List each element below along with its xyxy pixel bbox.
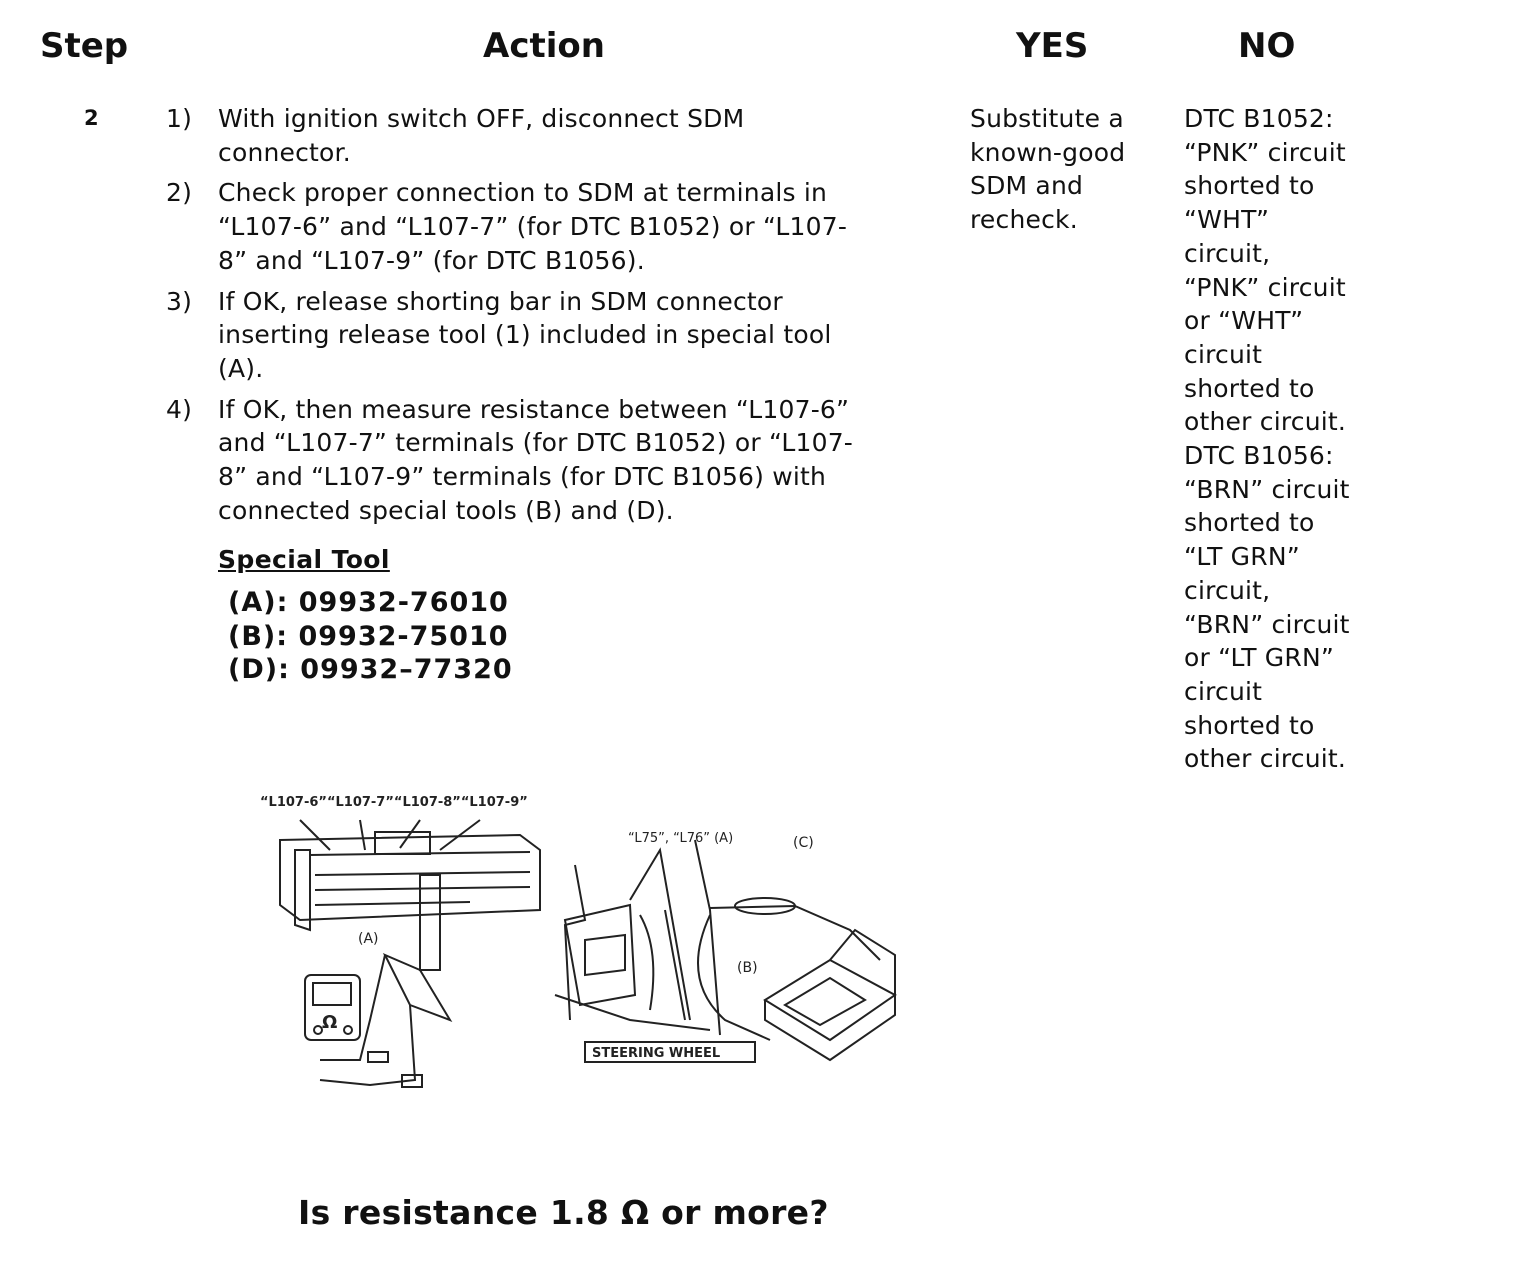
illustration-svg: “L107-6”“L107-7”“L107-8”“L107-9” (A) “L7… <box>260 795 897 1088</box>
action-item: 4) If OK, then measure resistance betwee… <box>166 393 946 528</box>
special-tool-item: (A): 09932-76010 <box>228 587 509 618</box>
special-tool-list: (A): 09932-76010 (B): 09932-75010 (D): 0… <box>228 586 513 687</box>
action-item-text: If OK, then measure resistance between “… <box>218 394 854 525</box>
special-tool-box-drawing <box>763 928 897 1062</box>
action-item-text: With ignition switch OFF, disconnect SDM… <box>218 104 745 167</box>
action-item-number: 3) <box>166 286 193 316</box>
special-tool-title: Special Tool <box>218 545 390 574</box>
action-item-text: Check proper connection to SDM at termin… <box>218 178 848 275</box>
steering-wheel-label: STEERING WHEEL <box>592 1046 720 1061</box>
action-item: 2) Check proper connection to SDM at ter… <box>166 176 946 277</box>
step-number: 2 <box>84 106 99 130</box>
yes-result-text: Substitute a known-good SDM and recheck. <box>970 104 1126 235</box>
step-column-header: Step <box>40 26 129 66</box>
special-tool-item: (B): 09932-75010 <box>228 620 509 652</box>
action-item-text: If OK, release shorting bar in SDM conne… <box>218 286 832 383</box>
yes-column-header: YES <box>1016 26 1089 66</box>
resistance-question: Is resistance 1.8 Ω or more? <box>298 1193 829 1232</box>
connector-terminal-label: “L75”, “L76” (A) <box>628 831 733 846</box>
no-column-header: NO <box>1238 26 1296 66</box>
wiring-illustration: “L107-6”“L107-7”“L107-8”“L107-9” (A) “L7… <box>240 780 910 1100</box>
steering-column-drawing <box>554 839 881 1041</box>
probe-leads-drawing <box>319 874 453 1088</box>
special-tool-item: (D): 09932–77320 <box>228 654 513 686</box>
action-item-number: 1) <box>166 104 193 133</box>
action-list: 1) With ignition switch OFF, disconnect … <box>166 102 946 534</box>
action-column-header: Action <box>483 26 605 66</box>
ohm-symbol: Ω <box>322 1012 337 1033</box>
no-result-text: DTC B1052: “PNK” circuit shorted to “WHT… <box>1184 104 1350 774</box>
action-item: 3) If OK, release shorting bar in SDM co… <box>166 285 946 386</box>
action-item: 1) With ignition switch OFF, disconnect … <box>166 102 946 169</box>
action-item-number: 4) <box>166 394 193 424</box>
ohmmeter-drawing <box>304 974 361 1041</box>
tool-b-label: (B) <box>737 960 758 976</box>
tool-c-label: (C) <box>793 835 814 851</box>
special-tool-section: Special Tool (A): 09932-76010 (B): 09932… <box>218 545 513 687</box>
tool-a-label-left: (A) <box>358 931 379 947</box>
action-item-number: 2) <box>166 178 193 208</box>
sdm-connector-drawing <box>279 819 541 932</box>
terminal-labels: “L107-6”“L107-7”“L107-8”“L107-9” <box>260 795 528 810</box>
